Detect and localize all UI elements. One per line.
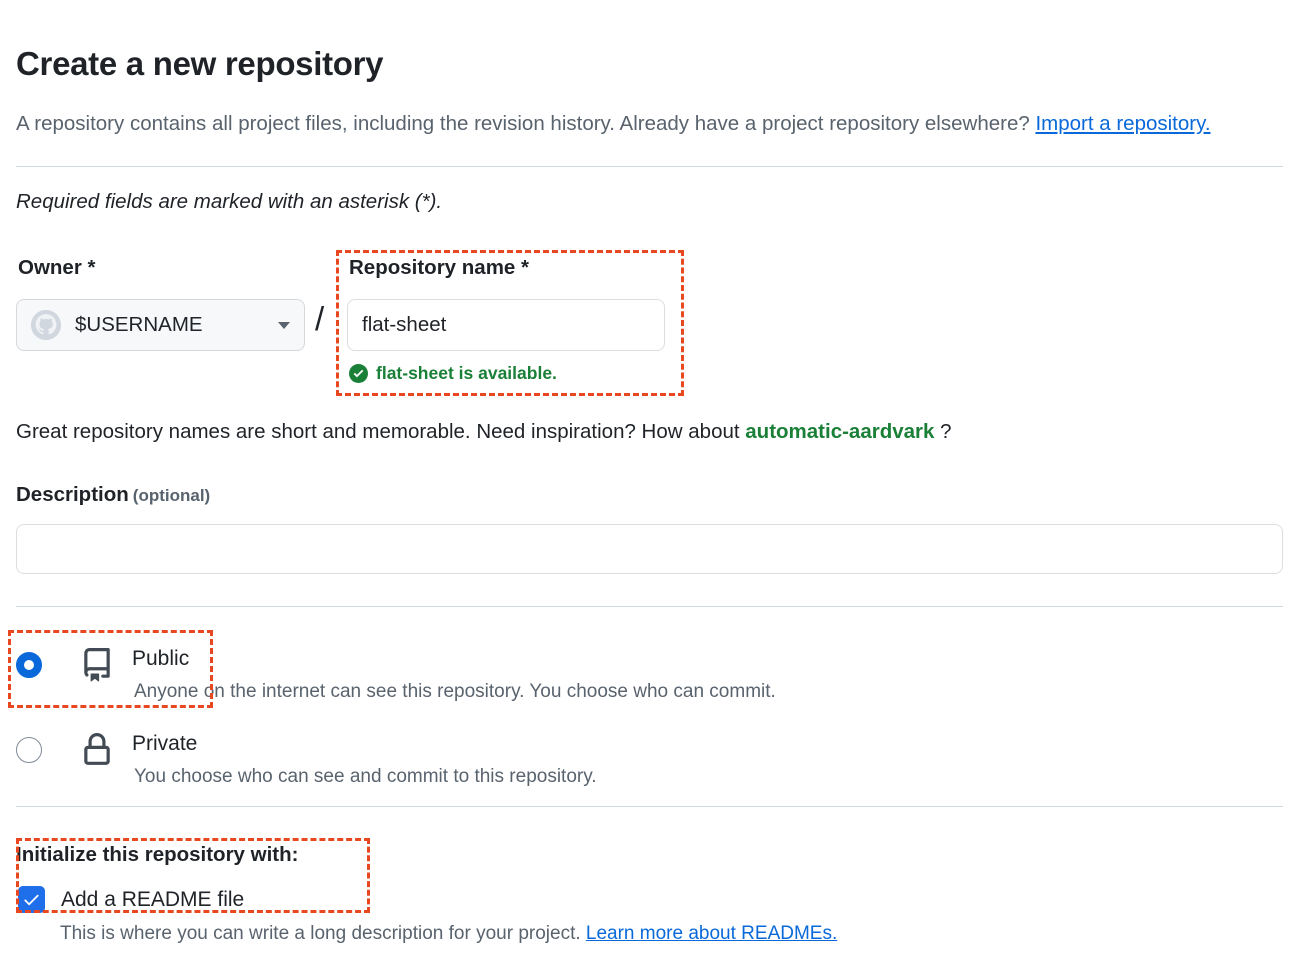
visibility-private-title: Private — [132, 729, 197, 759]
add-readme-row[interactable]: Add a README file — [18, 886, 244, 913]
divider-initialize — [16, 806, 1283, 807]
description-label: Description(optional) — [16, 483, 210, 507]
radio-private[interactable] — [16, 737, 42, 763]
learn-more-readmes-link[interactable]: Learn more about READMEs. — [586, 923, 837, 944]
add-readme-description: This is where you can write a long descr… — [60, 923, 837, 945]
divider-top — [16, 166, 1283, 167]
chevron-down-icon — [278, 322, 290, 329]
owner-label: Owner * — [18, 256, 95, 280]
repository-availability-message: flat-sheet is available. — [349, 363, 557, 384]
suggested-name-link[interactable]: automatic-aardvark — [745, 420, 934, 443]
add-readme-label: Add a README file — [61, 888, 244, 912]
divider-visibility — [16, 606, 1283, 607]
owner-name: $USERNAME — [75, 313, 203, 337]
radio-public[interactable] — [16, 652, 42, 678]
visibility-public-description: Anyone on the internet can see this repo… — [134, 678, 776, 706]
visibility-public-title: Public — [132, 644, 189, 674]
checkbox-add-readme[interactable] — [18, 886, 45, 913]
initialize-label: Initialize this repository with: — [16, 843, 298, 867]
description-label-text: Description — [16, 483, 129, 506]
availability-text: flat-sheet is available. — [376, 363, 557, 384]
description-input[interactable] — [16, 524, 1283, 574]
page-title: Create a new repository — [16, 44, 383, 84]
name-inspiration-text: Great repository names are short and mem… — [16, 420, 952, 444]
owner-select[interactable]: $USERNAME — [16, 299, 305, 351]
visibility-private-description: You choose who can see and commit to thi… — [134, 763, 597, 791]
github-octocat-avatar — [31, 310, 61, 340]
page-description: A repository contains all project files,… — [16, 105, 1231, 143]
required-fields-note: Required fields are marked with an aster… — [16, 190, 442, 214]
check-circle-icon — [349, 364, 368, 383]
repo-book-icon — [80, 648, 114, 682]
inspiration-prefix: Great repository names are short and mem… — [16, 420, 745, 443]
page-description-text: A repository contains all project files,… — [16, 112, 1035, 135]
owner-repo-separator: / — [315, 300, 324, 338]
inspiration-suffix: ? — [934, 420, 951, 443]
description-optional-tag: (optional) — [133, 486, 210, 505]
readme-description-text: This is where you can write a long descr… — [60, 923, 586, 944]
lock-icon — [80, 733, 114, 767]
repository-name-label: Repository name * — [349, 256, 529, 280]
import-repository-link[interactable]: Import a repository. — [1035, 112, 1210, 135]
repository-name-input[interactable] — [347, 299, 665, 351]
